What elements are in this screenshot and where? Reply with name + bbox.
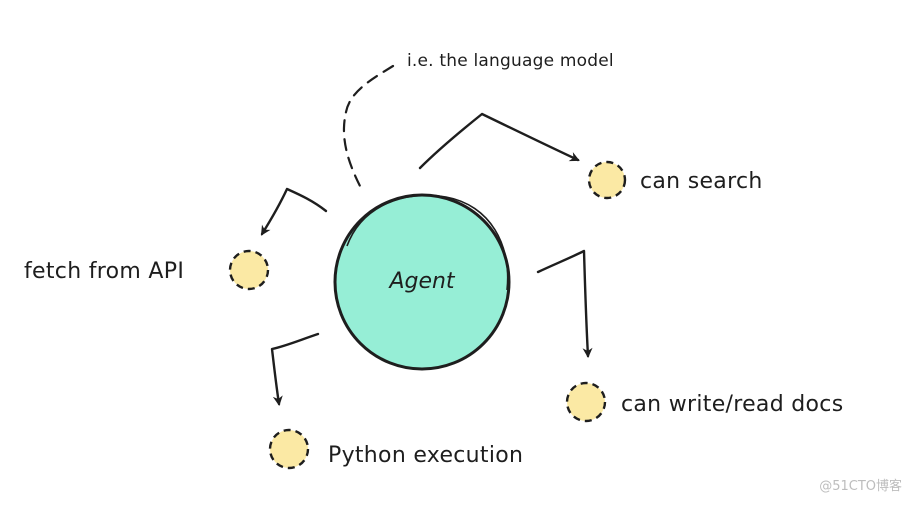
tool-label-search: can search — [640, 169, 763, 194]
tool-dot-search — [587, 160, 627, 200]
tool-label-python: Python execution — [328, 443, 523, 468]
annotation-label: i.e. the language model — [407, 51, 614, 71]
agent-circle-sketch-stroke — [346, 194, 509, 291]
annotation-dashed-line — [342, 64, 395, 188]
watermark: @51CTO博客 — [819, 479, 902, 494]
arrow-to-search — [418, 112, 580, 170]
tool-label-docs: can write/read docs — [621, 392, 843, 417]
arrow-to-api — [260, 187, 328, 236]
agent-label: Agent — [387, 269, 455, 294]
tool-label-api: fetch from API — [24, 259, 184, 284]
arrow-to-docs — [536, 249, 593, 358]
arrow-to-python — [270, 332, 320, 406]
tool-dot-docs — [565, 381, 607, 423]
tool-dot-api — [228, 249, 270, 291]
tool-dot-python — [268, 428, 310, 470]
